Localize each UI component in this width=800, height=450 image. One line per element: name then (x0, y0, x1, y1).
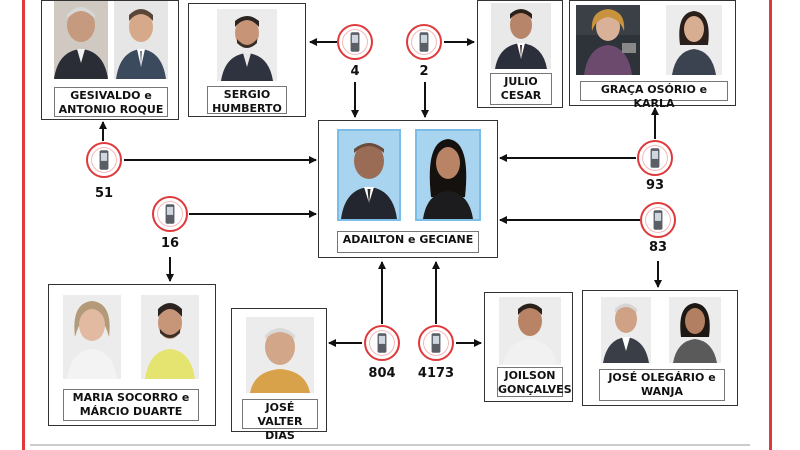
photo-gesivaldo (54, 1, 108, 79)
phone-4173-number: 4173 (417, 366, 455, 381)
photo-antonio-roque (114, 1, 168, 79)
photo-jose-valter-dias (246, 317, 314, 393)
photo-maria-socorro (63, 295, 121, 379)
label-graca-karla: GRAÇA OSÓRIO e KARLA (580, 81, 728, 110)
photo-joilson-goncalves (499, 297, 561, 365)
phone-4-icon[interactable] (337, 24, 373, 60)
photo-karla (666, 5, 722, 75)
phone-2-number: 2 (419, 64, 429, 79)
phone-16-number: 16 (160, 236, 180, 251)
phone-83-number: 83 (648, 240, 668, 255)
phone-93-number: 93 (645, 178, 665, 193)
phone-4-number: 4 (350, 64, 360, 79)
phone-804-number: 804 (368, 366, 396, 381)
phone-4173-icon[interactable] (418, 325, 454, 361)
phone-93-icon[interactable] (637, 140, 673, 176)
group-graca-karla[interactable]: GRAÇA OSÓRIO e KARLA (569, 0, 736, 110)
phone-51-number: 51 (94, 186, 114, 201)
photo-wanja (669, 297, 721, 363)
phone-16-icon[interactable] (152, 196, 188, 232)
label-adailton-geciane: ADAILTON e GECIANE (337, 231, 479, 253)
photo-marcio-duarte (141, 295, 199, 379)
phone-83-icon[interactable] (640, 202, 676, 238)
phone-804-icon[interactable] (364, 325, 400, 361)
photo-sergio-humberto (217, 9, 277, 81)
photo-graca-osorio (576, 5, 640, 75)
photo-jose-olegario (601, 297, 651, 363)
photo-julio-cesar (491, 3, 551, 69)
photo-geciane (415, 129, 481, 221)
frame-border-left (22, 0, 25, 450)
phone-51-icon[interactable] (86, 142, 122, 178)
photo-adailton (337, 129, 401, 221)
bottom-rule (30, 444, 750, 446)
frame-border-right (769, 0, 772, 450)
group-adailton-geciane[interactable]: ADAILTON e GECIANE (318, 120, 498, 258)
phone-2-icon[interactable] (406, 24, 442, 60)
